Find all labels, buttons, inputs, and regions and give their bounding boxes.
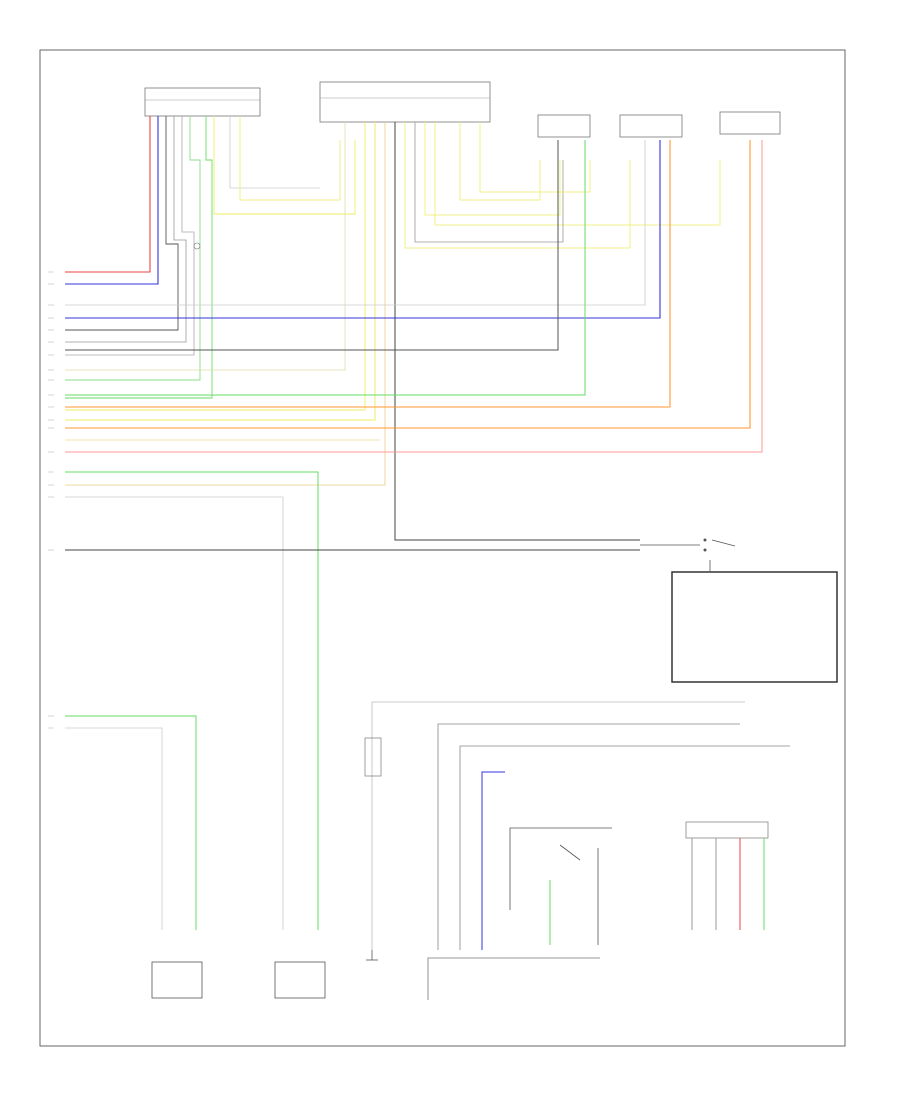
bottom-left-component-2 bbox=[274, 961, 326, 999]
wire-yellow-7 bbox=[404, 122, 631, 249]
wire-orange-2 bbox=[65, 140, 751, 429]
wire-bottom-green bbox=[65, 715, 197, 930]
left-pin-ticks bbox=[48, 271, 54, 729]
wire-light-3 bbox=[65, 122, 346, 371]
wire-dark-bus bbox=[65, 140, 559, 351]
wire-yellow-3 bbox=[65, 122, 376, 421]
wire-gray-2 bbox=[65, 116, 195, 356]
wire-light-2 bbox=[65, 122, 386, 486]
wire-light-down bbox=[65, 496, 284, 930]
wire-mid-gray-1 bbox=[371, 701, 745, 950]
connector-top-1 bbox=[144, 87, 261, 117]
wire-light-1 bbox=[229, 116, 320, 189]
wire-dark-2 bbox=[394, 122, 640, 541]
wire-green-down bbox=[65, 471, 319, 930]
diagram-border bbox=[39, 49, 846, 1047]
wire-pink bbox=[65, 140, 763, 453]
wire-yellow-1 bbox=[213, 116, 356, 215]
wire-bottom-light bbox=[65, 727, 163, 930]
wire-mid-blue bbox=[481, 771, 505, 950]
wire-mid-gray-2 bbox=[437, 723, 740, 950]
wire-yellow-6 bbox=[434, 122, 721, 226]
wire-yellow-8 bbox=[459, 122, 541, 201]
wire-red bbox=[65, 116, 151, 273]
connector-top-5 bbox=[719, 111, 781, 135]
wire-orange-1 bbox=[65, 140, 671, 408]
wire-dark-1 bbox=[65, 116, 179, 331]
wire-yellow-2 bbox=[239, 116, 341, 201]
connector-top-3 bbox=[537, 114, 591, 138]
wire-gray-3 bbox=[414, 122, 564, 243]
wire-mid-gray-3 bbox=[459, 745, 790, 950]
wire-green-bus bbox=[65, 140, 586, 396]
wire-light-bus bbox=[65, 140, 646, 306]
connector-top-4 bbox=[619, 114, 683, 138]
right-switch bbox=[640, 538, 736, 552]
mid-relay bbox=[364, 737, 382, 777]
wire-green-2 bbox=[65, 116, 213, 399]
wire-yellow-5 bbox=[424, 122, 561, 216]
bottom-left-component-1 bbox=[151, 961, 203, 999]
connector-top-2 bbox=[319, 81, 491, 123]
wire-blue-left bbox=[65, 116, 159, 285]
ground-bus bbox=[427, 957, 600, 1000]
wire-green-1 bbox=[65, 116, 201, 381]
wire-gray-1 bbox=[65, 116, 187, 343]
wire-blue-right bbox=[65, 140, 661, 319]
right-block bbox=[671, 571, 838, 683]
wire-yellow-4 bbox=[65, 122, 366, 411]
right-connector bbox=[685, 821, 769, 930]
wire-yellow-9 bbox=[479, 122, 591, 193]
center-switch bbox=[509, 827, 612, 945]
